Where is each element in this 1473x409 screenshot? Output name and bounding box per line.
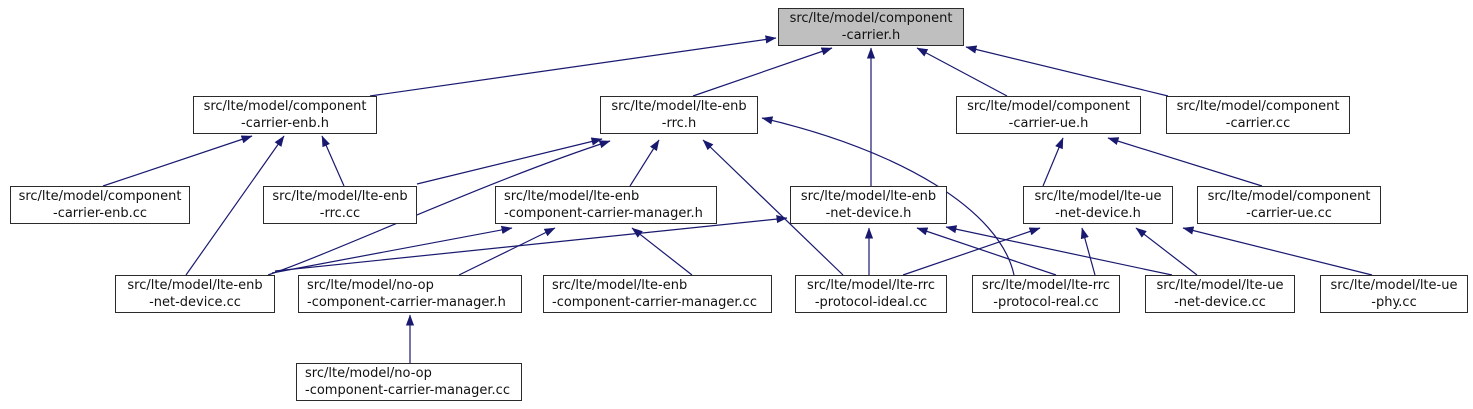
- node-label: src/lte/model/lte-enb: [127, 278, 263, 293]
- node-lte-enb-component-carrier-manager-h[interactable]: src/lte/model/lte-enb -component-carrier-…: [495, 186, 717, 224]
- node-label: -carrier-enb.h: [241, 116, 329, 131]
- node-label: -protocol-ideal.cc: [814, 295, 928, 310]
- edge-lte-enb-component-carrier-manager-h-to-lte-enb-rrc-h: [629, 139, 660, 187]
- node-label: -carrier-enb.cc: [53, 206, 147, 221]
- node-label: -net-device.h: [1055, 206, 1141, 221]
- node-label: src/lte/model/component: [1207, 189, 1371, 204]
- node-label: src/lte/model/no-op: [307, 278, 434, 293]
- node-label: -net-device.cc: [1174, 295, 1266, 310]
- node-lte-enb-component-carrier-manager-cc[interactable]: src/lte/model/lte-enb -component-carrier-…: [543, 275, 772, 313]
- edge-component-carrier-enb-h-to-component-carrier-h: [369, 35, 777, 97]
- edge-lte-ue-phy-cc-to-lte-ue-net-device-h: [1182, 226, 1373, 276]
- node-component-carrier-cc[interactable]: src/lte/model/component -carrier.cc: [1166, 96, 1350, 134]
- node-label: -net-device.h: [825, 206, 912, 221]
- node-label: src/lte/model/component: [1176, 99, 1340, 114]
- edge-lte-enb-rrc-cc-to-lte-enb-rrc-h: [416, 137, 603, 185]
- edge-lte-enb-rrc-cc-to-component-carrier-enb-h: [321, 135, 345, 187]
- node-lte-ue-net-device-h[interactable]: src/lte/model/lte-ue -net-device.h: [1023, 186, 1173, 224]
- node-label: src/lte/model/component: [203, 99, 367, 114]
- edge-component-carrier-ue-cc-to-component-carrier-ue-h: [1107, 137, 1263, 187]
- node-label: -carrier.h: [841, 28, 901, 43]
- edge-component-carrier-enb-cc-to-component-carrier-enb-h: [102, 135, 253, 187]
- node-component-carrier-ue-cc[interactable]: src/lte/model/component -carrier-ue.cc: [1197, 186, 1381, 224]
- node-label: src/lte/model/lte-enb: [611, 99, 747, 114]
- edge-lte-rrc-protocol-ideal-cc-to-lte-enb-rrc-h: [702, 139, 844, 276]
- edge-lte-enb-rrc-h-to-component-carrier-h: [692, 47, 833, 97]
- node-label: src/lte/model/lte-rrc: [806, 278, 936, 293]
- node-label: src/lte/model/lte-enb: [272, 189, 408, 204]
- node-lte-ue-net-device-cc[interactable]: src/lte/model/lte-ue -net-device.cc: [1145, 275, 1295, 313]
- node-label: src/lte/model/component: [967, 99, 1130, 114]
- node-lte-ue-phy-cc[interactable]: src/lte/model/lte-ue -phy.cc: [1320, 275, 1468, 313]
- node-label: src/lte/model/lte-rrc: [981, 278, 1111, 293]
- node-no-op-component-carrier-manager-cc[interactable]: src/lte/model/no-op -component-carrier-ma…: [296, 363, 522, 401]
- node-label: -carrier-ue.cc: [1246, 206, 1332, 221]
- node-label: -protocol-real.cc: [993, 295, 1099, 310]
- edge-lte-rrc-protocol-real-cc-to-lte-enb-net-device-h: [916, 227, 1057, 276]
- edge-lte-enb-net-device-cc-to-component-carrier-enb-h: [185, 135, 285, 276]
- node-label: -component-carrier-manager.cc: [305, 383, 510, 398]
- node-label: -rrc.h: [661, 116, 697, 131]
- edge-lte-ue-net-device-h-to-component-carrier-ue-h: [1042, 137, 1064, 187]
- node-label: src/lte/model/no-op: [305, 366, 432, 381]
- node-label: src/lte/model/lte-enb: [800, 189, 937, 204]
- node-label: src/lte/model/component: [18, 189, 182, 204]
- node-label: src/lte/model/lte-ue: [1156, 278, 1284, 293]
- edge-component-carrier-cc-to-component-carrier-h: [965, 45, 1169, 97]
- node-lte-enb-net-device-cc[interactable]: src/lte/model/lte-enb -net-device.cc: [115, 275, 275, 313]
- node-label: -carrier.cc: [1225, 116, 1291, 131]
- node-component-carrier-enb-cc[interactable]: src/lte/model/component -carrier-enb.cc: [10, 186, 190, 224]
- node-lte-enb-net-device-h[interactable]: src/lte/model/lte-enb -net-device.h: [790, 186, 947, 224]
- node-component-carrier-enb-h[interactable]: src/lte/model/component -carrier-enb.h: [193, 96, 377, 134]
- node-label: src/lte/model/lte-ue: [1330, 278, 1458, 293]
- node-label: -component-carrier-manager.cc: [552, 295, 757, 310]
- node-label: -component-carrier-manager.h: [504, 206, 703, 221]
- node-label: -rrc.cc: [319, 206, 361, 221]
- node-label: src/lte/model/lte-enb: [552, 278, 688, 293]
- node-label: -component-carrier-manager.h: [307, 295, 506, 310]
- edge-lte-enb-net-device-cc-to-lte-enb-component-carrier-manager-h: [271, 225, 513, 274]
- node-no-op-component-carrier-manager-h[interactable]: src/lte/model/no-op -component-carrier-ma…: [298, 275, 522, 313]
- node-label: src/lte/model/lte-enb: [504, 189, 640, 204]
- edge-lte-enb-net-device-cc-to-lte-enb-net-device-h: [274, 215, 788, 272]
- edge-lte-ue-net-device-cc-to-lte-enb-net-device-h: [945, 225, 1173, 276]
- edge-lte-rrc-protocol-real-cc-to-lte-enb-rrc-h: [761, 116, 1015, 276]
- node-label: -phy.cc: [1371, 295, 1417, 310]
- edge-component-carrier-ue-h-to-component-carrier-h: [916, 47, 1008, 97]
- node-label: src/lte/model/lte-ue: [1034, 189, 1162, 204]
- node-label: -net-device.cc: [149, 295, 241, 310]
- node-lte-rrc-protocol-ideal-cc[interactable]: src/lte/model/lte-rrc -protocol-ideal.cc: [795, 275, 947, 313]
- node-label: -carrier-ue.h: [1008, 116, 1089, 131]
- edge-lte-enb-net-device-cc-to-lte-enb-rrc-h: [267, 140, 611, 276]
- node-component-carrier-ue-h[interactable]: src/lte/model/component -carrier-ue.h: [956, 96, 1141, 134]
- node-lte-rrc-protocol-real-cc[interactable]: src/lte/model/lte-rrc -protocol-real.cc: [972, 275, 1120, 313]
- node-component-carrier-h[interactable]: src/lte/model/component -carrier.h: [778, 8, 964, 46]
- node-lte-enb-rrc-h[interactable]: src/lte/model/lte-enb -rrc.h: [600, 96, 758, 134]
- edge-lte-rrc-protocol-real-cc-to-lte-ue-net-device-h: [1080, 227, 1096, 276]
- edge-lte-enb-component-carrier-manager-cc-to-lte-enb-component-carrier-manager-h: [631, 227, 693, 276]
- node-label: src/lte/model/component: [789, 11, 953, 26]
- edge-no-op-component-carrier-manager-h-to-lte-enb-component-carrier-manager-h: [458, 227, 556, 276]
- node-lte-enb-rrc-cc[interactable]: src/lte/model/lte-enb -rrc.cc: [263, 186, 417, 224]
- edge-lte-ue-net-device-cc-to-lte-ue-net-device-h: [1135, 227, 1198, 276]
- edge-lte-rrc-protocol-ideal-cc-to-lte-ue-net-device-h: [902, 227, 1041, 276]
